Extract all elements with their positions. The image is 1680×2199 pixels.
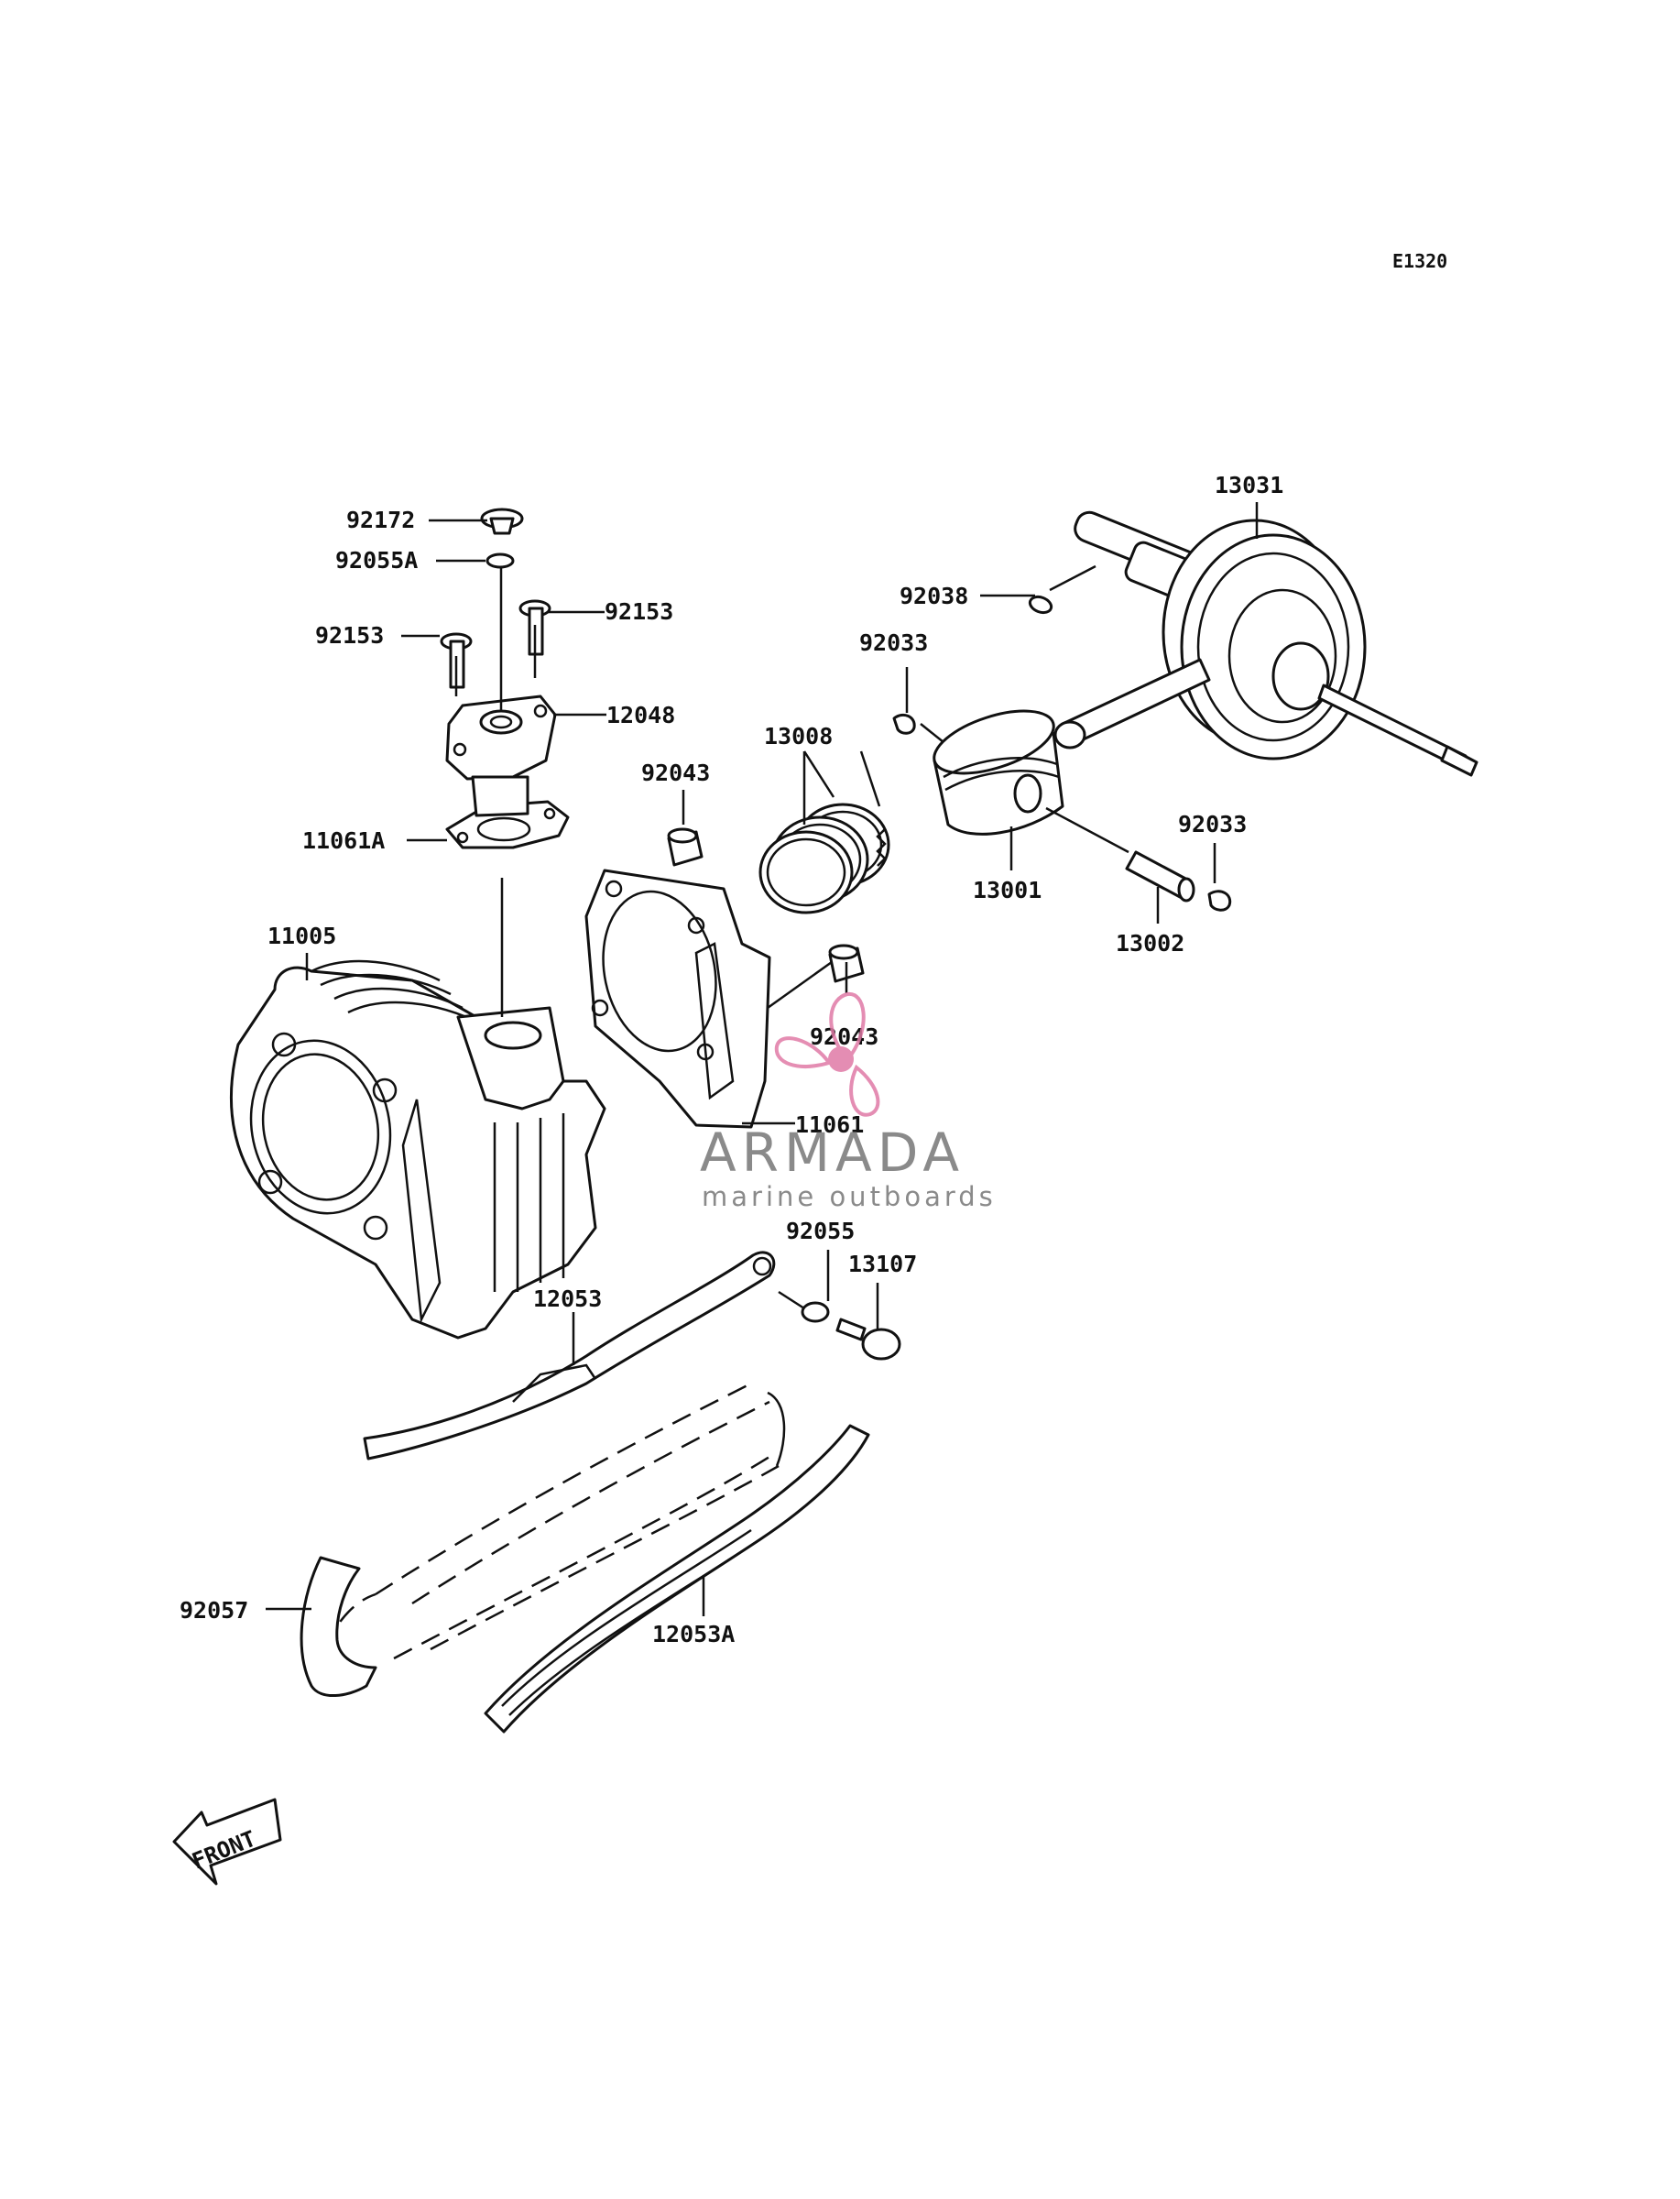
tensioner-washer-92055A <box>485 552 515 569</box>
piston-13001 <box>933 709 1064 836</box>
label-92057: 92057 <box>180 1597 248 1624</box>
cam-chain-92057 <box>300 1382 786 1698</box>
crankshaft-13031 <box>1053 510 1478 777</box>
label-12053A: 12053A <box>652 1621 735 1647</box>
label-13002: 13002 <box>1116 930 1184 957</box>
part-labels: 92172 92055A 92153 92153 12048 11061A 11… <box>180 472 1283 1647</box>
label-13008: 13008 <box>764 723 833 749</box>
tensioner-bolt-right <box>518 599 551 656</box>
cylinder-block-11005 <box>230 959 606 1340</box>
leader-lines <box>266 502 1259 1616</box>
label-11061A: 11061A <box>302 827 385 854</box>
watermark-tagline: marine outboards <box>702 1181 997 1212</box>
label-11005: 11005 <box>267 923 336 949</box>
label-92043-top: 92043 <box>641 760 710 786</box>
label-13001: 13001 <box>973 877 1042 903</box>
piston-pin-clip-top <box>892 713 916 735</box>
label-13107: 13107 <box>848 1251 917 1277</box>
label-11061: 11061 <box>795 1111 864 1138</box>
label-92153-right: 92153 <box>605 598 673 625</box>
label-92153-left: 92153 <box>315 622 384 649</box>
label-12048: 12048 <box>606 702 675 728</box>
chain-guide-12053 <box>363 1251 776 1461</box>
dowel-pin-top <box>667 827 704 867</box>
front-direction-marker: FRONT <box>172 1798 282 1886</box>
label-92038: 92038 <box>900 583 968 609</box>
label-92172: 92172 <box>346 507 415 533</box>
woodruff-key-92038 <box>1028 595 1053 615</box>
guide-washer-92055 <box>801 1301 830 1323</box>
label-92033-top: 92033 <box>859 629 928 656</box>
watermark-brand-name: ARMADA <box>700 1121 965 1184</box>
piston-pin-13002 <box>1125 850 1195 903</box>
cam-chain-tensioner-12048 <box>445 695 557 817</box>
guide-bolt-13107 <box>835 1318 901 1361</box>
tensioner-cap-bolt-92172 <box>480 508 524 535</box>
sheet-code: E1320 <box>1392 250 1447 272</box>
label-92043-mid: 92043 <box>810 1023 878 1050</box>
label-12053: 12053 <box>533 1285 602 1312</box>
label-92055A: 92055A <box>335 547 418 574</box>
label-92055: 92055 <box>786 1218 855 1244</box>
label-13031: 13031 <box>1215 472 1283 498</box>
piston-pin-clip-right <box>1207 890 1232 912</box>
dowel-pin-mid <box>828 944 865 983</box>
chain-guide-12053A <box>484 1424 870 1734</box>
propeller-logo-icon <box>774 991 880 1117</box>
armada-watermark: ARMADA marine outboards <box>700 991 997 1212</box>
cylinder-base-gasket-11061 <box>584 869 771 1129</box>
label-92033-right: 92033 <box>1178 811 1247 837</box>
piston-rings-13008 <box>758 803 890 914</box>
